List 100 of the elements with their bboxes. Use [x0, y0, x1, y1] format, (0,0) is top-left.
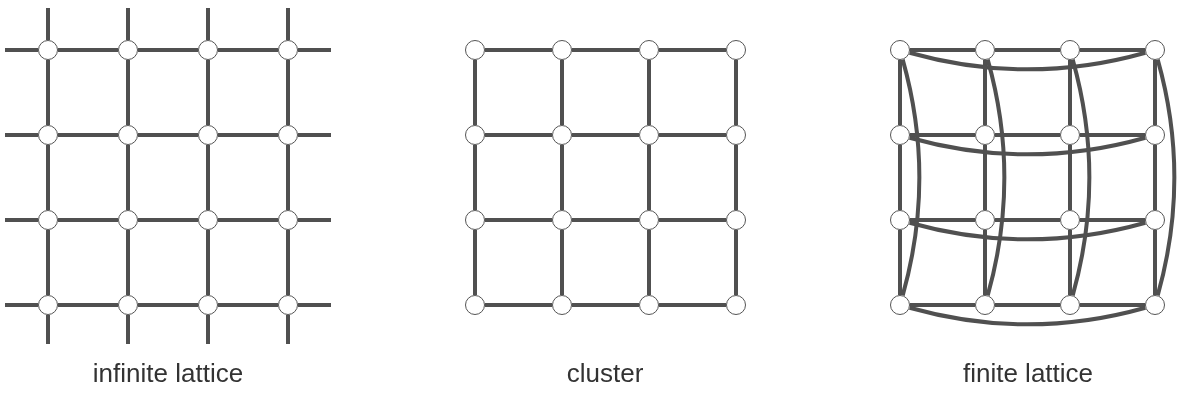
lattice-edge: [473, 60, 477, 125]
wrap-around-curve: [909, 50, 1146, 72]
lattice-edge: [58, 133, 118, 137]
lattice-site: [465, 210, 485, 230]
lattice-edge: [286, 60, 290, 125]
lattice-site: [278, 295, 298, 315]
lattice-edge: [560, 230, 564, 295]
lattice-edge: [126, 145, 130, 210]
panel-caption: cluster: [566, 358, 644, 389]
lattice-edge: [734, 60, 738, 125]
lattice-site: [1060, 40, 1080, 60]
lattice-edge: [218, 218, 278, 222]
lattice-edge: [572, 133, 639, 137]
lattice-edge: [126, 8, 130, 40]
lattice-site: [1145, 125, 1165, 145]
lattice-edge: [659, 133, 726, 137]
lattice-edge: [983, 60, 987, 125]
lattice-edge: [659, 218, 726, 222]
lattice-edge: [647, 230, 651, 295]
lattice-site: [552, 125, 572, 145]
lattice-edge: [485, 48, 552, 52]
lattice-edge: [560, 145, 564, 210]
lattice-edge: [286, 230, 290, 295]
wrap-around-curve: [900, 59, 922, 296]
lattice-edge: [983, 145, 987, 210]
lattice-edge: [898, 230, 902, 295]
lattice-edge: [138, 303, 198, 307]
lattice-edge: [206, 60, 210, 125]
lattice-site: [639, 210, 659, 230]
lattice-edge: [734, 230, 738, 295]
lattice-edge: [1080, 48, 1145, 52]
lattice-site: [890, 295, 910, 315]
lattice-edge: [298, 218, 331, 222]
lattice-edge: [5, 48, 38, 52]
lattice-site: [198, 125, 218, 145]
lattice-edge: [46, 145, 50, 210]
lattice-edge: [560, 60, 564, 125]
lattice-site: [639, 40, 659, 60]
lattice-edge: [659, 303, 726, 307]
lattice-site: [726, 125, 746, 145]
wrap-around-curve: [909, 305, 1146, 327]
lattice-edge: [206, 230, 210, 295]
lattice-edge: [473, 230, 477, 295]
lattice-edge: [218, 303, 278, 307]
lattice-site: [1145, 40, 1165, 60]
lattice-site: [890, 125, 910, 145]
lattice-edge: [572, 218, 639, 222]
lattice-edge: [1080, 303, 1145, 307]
lattice-site: [552, 295, 572, 315]
wrap-around-curve: [1070, 59, 1092, 296]
lattice-site: [118, 125, 138, 145]
lattice-edge: [910, 133, 975, 137]
lattice-site: [975, 125, 995, 145]
lattice-site: [198, 40, 218, 60]
lattice-site: [465, 125, 485, 145]
wrap-around-curve: [909, 220, 1146, 242]
lattice-edge: [1068, 230, 1072, 295]
lattice-site: [1060, 295, 1080, 315]
lattice-edge: [206, 8, 210, 40]
lattice-edge: [473, 145, 477, 210]
lattice-edge: [1068, 145, 1072, 210]
lattice-edge: [1068, 60, 1072, 125]
lattice-site: [1060, 125, 1080, 145]
lattice-edge: [995, 48, 1060, 52]
lattice-site: [726, 295, 746, 315]
lattice-edge: [5, 218, 38, 222]
lattice-site: [639, 295, 659, 315]
lattice-site: [726, 40, 746, 60]
lattice-site: [278, 125, 298, 145]
lattice-edge: [58, 303, 118, 307]
lattice-edge: [995, 218, 1060, 222]
lattice-edge: [58, 218, 118, 222]
lattice-edge: [218, 48, 278, 52]
lattice-edge: [138, 218, 198, 222]
lattice-edge: [910, 48, 975, 52]
lattice-site: [552, 210, 572, 230]
lattice-site: [38, 210, 58, 230]
lattice-edge: [485, 303, 552, 307]
lattice-edge: [286, 145, 290, 210]
lattice-site: [975, 210, 995, 230]
lattice-edge: [206, 145, 210, 210]
lattice-site: [552, 40, 572, 60]
lattice-edge: [995, 303, 1060, 307]
lattice-site: [198, 210, 218, 230]
lattice-site: [890, 40, 910, 60]
lattice-edge: [126, 230, 130, 295]
lattice-edge: [5, 133, 38, 137]
lattice-site: [38, 40, 58, 60]
lattice-site: [198, 295, 218, 315]
lattice-site: [639, 125, 659, 145]
lattice-edge: [898, 60, 902, 125]
lattice-edge: [1153, 230, 1157, 295]
lattice-edge: [46, 60, 50, 125]
lattice-edge: [206, 315, 210, 344]
lattice-site: [118, 40, 138, 60]
lattice-edge: [898, 145, 902, 210]
lattice-edge: [138, 48, 198, 52]
lattice-edge: [910, 218, 975, 222]
lattice-site: [890, 210, 910, 230]
lattice-edge: [58, 48, 118, 52]
